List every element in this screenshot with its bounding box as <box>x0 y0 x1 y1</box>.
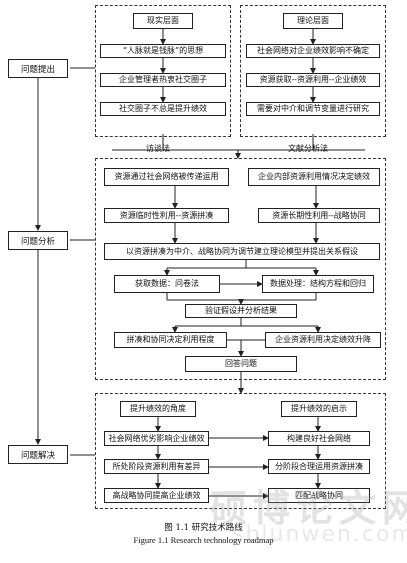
s2-result-right: 企业资源利用决定绩效升降 <box>265 332 381 348</box>
s3-right-item-1: 构建良好社会网络 <box>268 431 370 446</box>
s1-right-item-1: 社会网络对企业绩效影响不确定 <box>246 44 380 58</box>
figure-caption-en: Figure 1.1 Research technology roadmap <box>133 535 274 545</box>
s3-right-header: 提升绩效的启示 <box>281 401 357 417</box>
stage-problem-solve: 问题解决 <box>8 445 68 464</box>
section1-right-frame <box>240 5 386 137</box>
method-interview: 访谈法 <box>146 144 170 153</box>
s1-right-item-3: 需要对中介和调节变量进行研究 <box>246 102 380 116</box>
s3-left-item-2: 所处阶段资源利用有差异 <box>104 459 209 474</box>
s1-left-item-2: 企业管理者热衷社交圈子 <box>100 73 226 87</box>
s2-hypothesis: 以资源拼凑为中介、战略协同为调节建立理论模型并提出关系假设 <box>104 243 380 260</box>
s2-verify: 验证假设并分析结果 <box>185 304 297 318</box>
s2-row2-left: 资源临时性利用--资源拼凑 <box>104 208 229 223</box>
s2-row1-right: 企业内部资源利用情况决定绩效 <box>248 168 380 186</box>
s2-answer: 回答问题 <box>185 356 297 372</box>
s1-right-header: 理论层面 <box>283 13 343 29</box>
s1-left-header: 现实层面 <box>133 13 193 29</box>
s2-data-collection: 获取数据：问卷法 <box>114 275 220 293</box>
section3-frame <box>95 393 386 509</box>
figure-caption-cn: 图 1.1 研究技术路线 <box>164 523 243 533</box>
s3-left-item-1: 社会网络优劣影响企业绩效 <box>104 431 209 446</box>
method-literature: 文献分析法 <box>288 144 328 153</box>
stage-problem-raise: 问题提出 <box>8 59 68 78</box>
s2-result-left: 拼凑和协同决定利用程度 <box>114 332 227 348</box>
s2-row2-right: 资源长期性利用--战略协同 <box>258 208 380 223</box>
s3-left-header: 提升绩效的角度 <box>120 401 196 417</box>
s3-right-item-3: 匹配战略协同 <box>268 488 370 503</box>
s2-row1-left: 资源通过社会网络被传递运用 <box>104 168 229 186</box>
s3-left-item-3: 高战略协同提高企业绩效 <box>104 488 209 503</box>
s3-right-item-2: 分阶段合理运用资源拼凑 <box>268 459 370 474</box>
section2-frame <box>95 158 386 380</box>
watermark-url: sblunwen.com <box>232 522 407 547</box>
section1-left-frame <box>95 5 231 137</box>
s1-left-item-1: “人脉就是钱脉”的思想 <box>100 44 226 58</box>
stage-problem-analysis: 问题分析 <box>8 231 68 250</box>
s2-data-processing: 数据处理：结构方程和回归 <box>262 275 374 293</box>
s1-left-item-3: 社交圈子不总是提升绩效 <box>100 102 226 116</box>
s1-right-item-2: 资源获取--资源利用--企业绩效 <box>246 73 380 87</box>
watermark-text: 硕博论文网 <box>210 486 407 530</box>
